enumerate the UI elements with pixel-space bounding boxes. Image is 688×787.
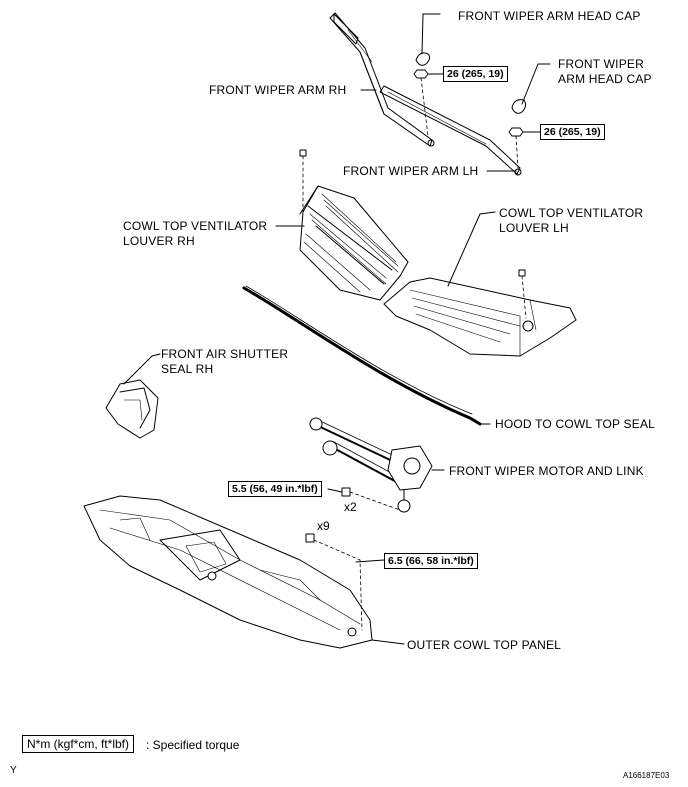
footer-left-mark: Y	[10, 765, 17, 776]
label-wiper-arm-rh: FRONT WIPER ARM RH	[209, 83, 347, 97]
arm-head-cap-top-part	[415, 52, 431, 66]
torque-motor-bolt: 5.5 (56, 49 in.*lbf)	[228, 481, 322, 497]
arm-head-cap-right-part	[511, 99, 527, 114]
arm-nut-rh-part	[413, 13, 441, 137]
label-air-shutter-seal-line2: SEAL RH	[161, 362, 214, 376]
figure-id: A166187E03	[623, 771, 670, 780]
wiper-motor-link-part	[309, 417, 445, 513]
label-hood-cowl-seal: HOOD TO COWL TOP SEAL	[495, 417, 656, 431]
label-arm-head-cap-right-line1: FRONT WIPER	[558, 57, 644, 71]
outer-cowl-panel-part	[83, 495, 405, 649]
legend-description: : Specified torque	[146, 738, 240, 752]
label-louver-rh-line1: COWL TOP VENTILATOR	[123, 219, 268, 233]
arm-nut-lh-part	[508, 63, 551, 169]
hood-cowl-seal-part	[242, 285, 491, 426]
wiper-arm-lh-part	[379, 85, 522, 176]
qty-motor-bolt: x2	[344, 500, 357, 514]
cowl-louver-rh-part	[275, 149, 409, 301]
label-wiper-arm-lh: FRONT WIPER ARM LH	[343, 164, 479, 178]
torque-panel-bolt: 6.5 (66, 58 in.*lbf)	[384, 553, 478, 569]
torque-arm-nut-lh: 26 (265, 19)	[540, 124, 605, 140]
label-louver-lh-line1: COWL TOP VENTILATOR	[499, 206, 644, 220]
label-air-shutter-seal-line1: FRONT AIR SHUTTER	[161, 347, 289, 361]
legend-torque-unit: N*m (kgf*cm, ft*lbf)	[22, 735, 135, 753]
label-louver-rh-line2: LOUVER RH	[123, 234, 195, 248]
label-louver-lh-line2: LOUVER LH	[499, 221, 569, 235]
label-arm-head-cap-right-line2: ARM HEAD CAP	[558, 72, 652, 86]
qty-panel-bolt: x9	[317, 519, 330, 533]
label-wiper-motor-link: FRONT WIPER MOTOR AND LINK	[449, 464, 644, 478]
label-outer-cowl-panel: OUTER COWL TOP PANEL	[407, 638, 562, 652]
torque-arm-nut-rh: 26 (265, 19)	[443, 66, 508, 82]
air-shutter-seal-part	[105, 355, 159, 439]
wiper-arm-rh-part	[329, 12, 435, 147]
label-arm-head-cap-top: FRONT WIPER ARM HEAD CAP	[458, 9, 641, 23]
cowl-louver-lh-part	[383, 211, 577, 357]
